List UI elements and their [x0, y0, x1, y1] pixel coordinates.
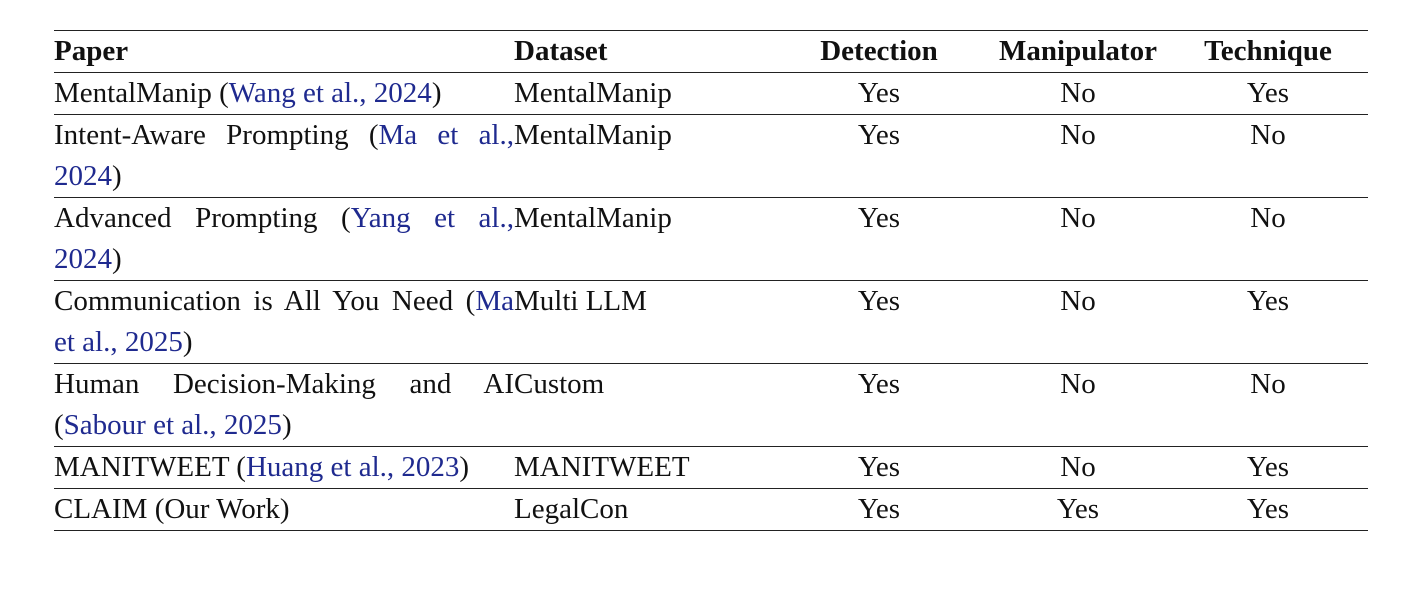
table-row: Intent-Aware Prompting (Ma et al., 2024)…: [54, 114, 1368, 198]
citation-close: ): [112, 160, 122, 192]
table-row: Advanced Prompting (Yang et al., 2024) M…: [54, 197, 1368, 281]
citation-link[interactable]: Ma et al., 2024: [54, 119, 514, 192]
header-detection: Detection: [770, 30, 988, 73]
manipulator-cell: No: [988, 446, 1168, 489]
paper-cell: Human Decision-Making and AI (Sabour et …: [54, 363, 514, 447]
dataset-cell: Custom: [514, 363, 770, 447]
paper-title: Communication is All You Need: [54, 285, 454, 317]
citation-open: (: [54, 409, 64, 441]
dataset-cell: MentalManip: [514, 72, 770, 115]
technique-cell: Yes: [1168, 72, 1368, 115]
paper-title: CLAIM (Our Work): [54, 493, 290, 525]
citation-link[interactable]: Sabour et al., 2025: [63, 409, 282, 441]
detection-cell: Yes: [770, 197, 988, 281]
comparison-table: Paper Dataset Detection Manipulator Tech…: [54, 30, 1368, 531]
technique-cell: Yes: [1168, 446, 1368, 489]
paper-cell: Advanced Prompting (Yang et al., 2024): [54, 197, 514, 281]
detection-cell: Yes: [770, 280, 988, 364]
technique-cell: No: [1168, 197, 1368, 281]
citation-close: ): [112, 243, 122, 275]
dataset-cell: LegalCon: [514, 488, 770, 531]
citation-open: (: [229, 451, 246, 483]
paper-cell: Intent-Aware Prompting (Ma et al., 2024): [54, 114, 514, 198]
paper-cell: MANITWEET (Huang et al., 2023): [54, 446, 514, 489]
detection-cell: Yes: [770, 446, 988, 489]
paper-cell: CLAIM (Our Work): [54, 488, 514, 531]
paper-title: Human Decision-Making and AI: [54, 368, 514, 400]
table-row: MentalManip (Wang et al., 2024) MentalMa…: [54, 72, 1368, 115]
manipulator-cell: No: [988, 280, 1168, 364]
header-paper: Paper: [54, 30, 514, 73]
dataset-cell: MentalManip: [514, 197, 770, 281]
dataset-cell: Multi LLM: [514, 280, 770, 364]
citation-open: (: [453, 285, 476, 317]
manipulator-cell: No: [988, 363, 1168, 447]
citation-open: (: [317, 202, 351, 234]
manipulator-cell: No: [988, 114, 1168, 198]
citation-close: ): [182, 326, 193, 358]
manipulator-cell: No: [988, 72, 1168, 115]
header-row: Paper Dataset Detection Manipulator Tech…: [54, 30, 1368, 73]
citation-link[interactable]: Huang et al., 2023: [245, 451, 460, 483]
technique-cell: No: [1168, 114, 1368, 198]
technique-cell: No: [1168, 363, 1368, 447]
header-dataset: Dataset: [514, 30, 770, 73]
technique-cell: Yes: [1168, 280, 1368, 364]
header-technique: Technique: [1168, 30, 1368, 73]
header-manipulator: Manipulator: [988, 30, 1168, 73]
detection-cell: Yes: [770, 363, 988, 447]
paper-cell: MentalManip (Wang et al., 2024): [54, 72, 514, 115]
manipulator-cell: No: [988, 197, 1168, 281]
dataset-cell: MentalManip: [514, 114, 770, 198]
detection-cell: Yes: [770, 488, 988, 531]
citation-close: ): [459, 451, 470, 483]
citation-open: (: [348, 119, 379, 151]
paper-title: Advanced Prompting: [54, 202, 318, 234]
paper-cell: Communication is All You Need (Ma et al.…: [54, 280, 514, 364]
citation-link[interactable]: Wang et al., 2024: [228, 77, 432, 109]
table-row: Human Decision-Making and AI (Sabour et …: [54, 363, 1368, 447]
manipulator-cell: Yes: [988, 488, 1168, 531]
table-row: CLAIM (Our Work) LegalCon Yes Yes Yes: [54, 488, 1368, 531]
citation-close: ): [281, 409, 292, 441]
table-row: Communication is All You Need (Ma et al.…: [54, 280, 1368, 364]
paper-title: MentalManip: [54, 77, 212, 109]
citation-link[interactable]: Ma et al., 2025: [54, 285, 514, 358]
dataset-cell: MANITWEET: [514, 446, 770, 489]
detection-cell: Yes: [770, 72, 988, 115]
citation-link[interactable]: Yang et al., 2024: [54, 202, 514, 275]
technique-cell: Yes: [1168, 488, 1368, 531]
paper-title: Intent-Aware Prompting: [54, 119, 349, 151]
citation-open: (: [211, 77, 229, 109]
paper-title: MANITWEET: [54, 451, 230, 483]
citation-close: ): [431, 77, 442, 109]
detection-cell: Yes: [770, 114, 988, 198]
table-row: MANITWEET (Huang et al., 2023) MANITWEET…: [54, 446, 1368, 489]
